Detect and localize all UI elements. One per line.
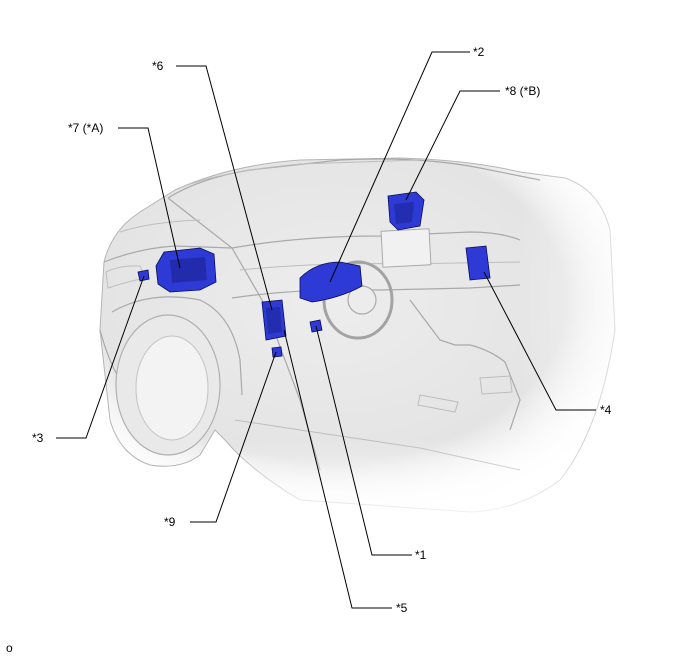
callout-1: *1 <box>415 548 427 562</box>
leader-line-6 <box>176 65 273 311</box>
callout-9: *9 <box>164 515 176 529</box>
corner-mark: o <box>6 641 13 655</box>
roof-line <box>174 159 421 191</box>
callout-5: *5 <box>396 601 408 615</box>
center-display <box>380 228 432 268</box>
leader-lines <box>56 51 596 609</box>
callout-7: *7 (*A) <box>68 121 103 135</box>
leader-line-5 <box>283 329 392 609</box>
dashboard <box>231 231 521 249</box>
leader-line-9 <box>190 351 277 523</box>
component-8-shadow <box>394 202 414 224</box>
component-7-shadow <box>170 257 207 283</box>
hood-crease <box>119 219 201 233</box>
console-vents <box>479 375 513 395</box>
leader-line-8 <box>405 90 500 201</box>
component-7 <box>155 247 217 293</box>
center-console <box>409 299 521 431</box>
callout-8: *8 (*B) <box>505 84 540 98</box>
component-8 <box>387 191 425 231</box>
windshield-frame <box>167 158 541 199</box>
front-wheel-arch <box>111 296 243 396</box>
component-9 <box>271 346 283 358</box>
front-wheel-rim <box>135 335 209 441</box>
component-4 <box>465 245 491 281</box>
leader-line-1 <box>315 325 412 556</box>
callout-labels: *1 *2 *3 *4 *5 *6 *7 (*A) *8 (*B) *9 o <box>6 45 612 655</box>
leader-line-7 <box>118 127 181 269</box>
callout-4: *4 <box>600 403 612 417</box>
leader-line-4 <box>483 271 596 411</box>
component-3 <box>137 269 150 282</box>
leader-line-2 <box>329 51 470 283</box>
highlighted-components <box>137 191 491 358</box>
leader-line-3 <box>56 275 145 439</box>
callout-2: *2 <box>473 45 485 59</box>
component-6-shadow <box>266 307 282 334</box>
component-2 <box>299 261 363 303</box>
component-6 <box>261 299 287 341</box>
callout-3: *3 <box>32 431 44 445</box>
door-handle-area <box>417 394 459 413</box>
callout-6: *6 <box>152 59 164 73</box>
